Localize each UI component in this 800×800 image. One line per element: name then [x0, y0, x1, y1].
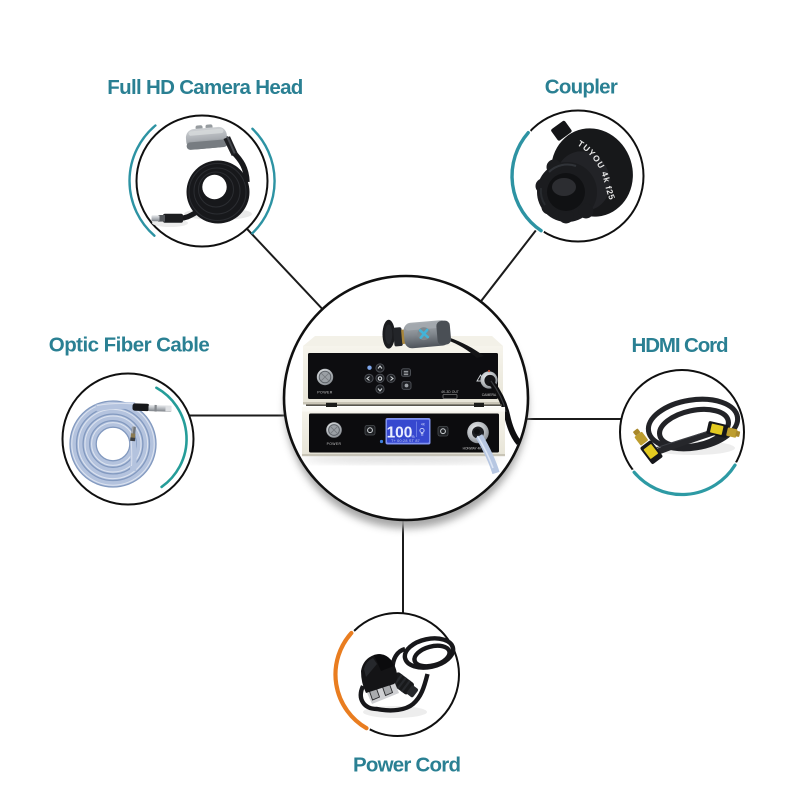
svg-text:Optic Fiber Cable: Optic Fiber Cable	[49, 334, 210, 357]
svg-text:POWER: POWER	[317, 391, 333, 395]
svg-text:POWER: POWER	[327, 442, 342, 446]
svg-text:Full HD Camera Head: Full HD Camera Head	[107, 76, 303, 99]
svg-text:Coupler: Coupler	[545, 76, 618, 99]
svg-text:4K: 4K	[421, 423, 426, 427]
svg-text:4K-3D OUT: 4K-3D OUT	[441, 390, 459, 394]
svg-text:HONWAY 4K: HONWAY 4K	[463, 447, 483, 451]
svg-text:100: 100	[387, 425, 413, 442]
svg-text:Power Cord: Power Cord	[353, 754, 461, 777]
svg-text:T+ 00:28 ST 87: T+ 00:28 ST 87	[391, 439, 420, 443]
svg-text:%: %	[411, 434, 415, 439]
svg-text:HDMI Cord: HDMI Cord	[632, 334, 729, 357]
svg-text:CAMERA: CAMERA	[482, 393, 497, 397]
